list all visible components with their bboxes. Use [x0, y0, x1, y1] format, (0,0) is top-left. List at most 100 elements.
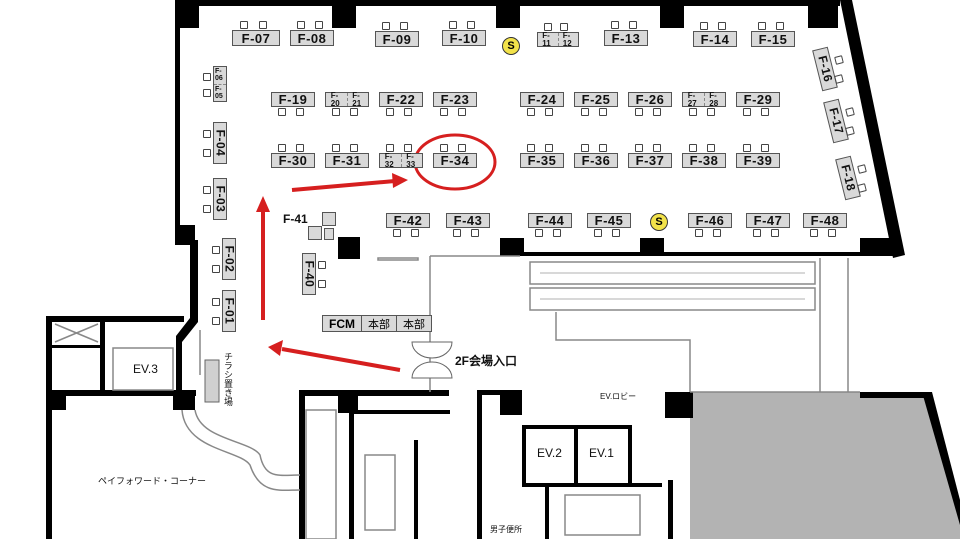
chair-icon — [706, 108, 715, 116]
chair-icon — [203, 149, 211, 158]
booth-f-03[interactable]: F-03 — [213, 178, 227, 220]
booth-f-25[interactable]: F-25 — [574, 92, 618, 107]
booth-f-32-f-33[interactable]: F-32 F-33 — [379, 151, 423, 169]
booth-label: F-10 — [449, 30, 479, 46]
booth-f-34-highlighted[interactable]: F-34 — [433, 153, 477, 168]
booth-f-39[interactable]: F-39 — [736, 153, 780, 168]
flyer-rack — [204, 359, 220, 403]
booth-f-15[interactable]: F-15 — [751, 31, 795, 47]
booth-label: F-05 — [215, 85, 223, 100]
chair-icon — [635, 108, 643, 116]
booth-f-24[interactable]: F-24 — [520, 92, 564, 107]
booth-f-01[interactable]: F-01 — [222, 290, 236, 332]
chair-icon — [743, 144, 751, 152]
chair-icon — [203, 130, 211, 139]
booth-f-43[interactable]: F-43 — [446, 213, 490, 228]
booth-f-23[interactable]: F-23 — [433, 92, 477, 107]
ev2-label: EV.2 — [537, 446, 562, 460]
booth-f-31[interactable]: F-31 — [325, 153, 369, 168]
chair-icon — [544, 144, 553, 152]
staff-marker: S — [650, 213, 668, 231]
booth-f-36[interactable]: F-36 — [574, 153, 618, 168]
booth-f-37[interactable]: F-37 — [628, 153, 672, 168]
chair-icon — [743, 108, 751, 116]
chair-icon — [758, 22, 766, 30]
chair-icon — [453, 229, 461, 237]
booth-label: F-44 — [535, 213, 565, 228]
booth-label: F-11 — [542, 30, 551, 48]
booth-label: F-37 — [635, 153, 665, 168]
chair-icon — [581, 108, 589, 116]
booth-label: F-14 — [700, 31, 730, 47]
booth-label: F-25 — [581, 92, 611, 107]
booth-f-09[interactable]: F-09 — [375, 31, 419, 47]
booth-f-29[interactable]: F-29 — [736, 92, 780, 107]
chair-icon — [712, 229, 721, 237]
booth-f-14[interactable]: F-14 — [693, 31, 737, 47]
booth-f-22[interactable]: F-22 — [379, 92, 423, 107]
booth-f-48[interactable]: F-48 — [803, 213, 847, 228]
booth-f-08[interactable]: F-08 — [290, 30, 334, 46]
booth-f-26[interactable]: F-26 — [628, 92, 672, 107]
chair-icon — [399, 22, 408, 30]
chair-icon — [349, 144, 358, 152]
chair-icon — [203, 186, 211, 195]
chair-icon — [689, 108, 697, 116]
booth-f-02[interactable]: F-02 — [222, 238, 236, 280]
booth-f-44[interactable]: F-44 — [528, 213, 572, 228]
booth-f-20-f-21[interactable]: F-20 F-21 — [325, 90, 369, 108]
chair-icon — [449, 21, 457, 29]
booth-f-40[interactable]: F-40 — [302, 253, 316, 295]
booth-label: F-23 — [440, 92, 470, 107]
booth-f-41-table[interactable] — [324, 228, 334, 240]
chair-icon — [695, 229, 703, 237]
booth-f-10[interactable]: F-10 — [442, 30, 486, 46]
chair-icon — [403, 144, 412, 152]
booth-f-42[interactable]: F-42 — [386, 213, 430, 228]
booth-label: F-36 — [581, 153, 611, 168]
honbu-label: 本部 — [403, 318, 425, 331]
booth-f-41-table[interactable] — [308, 226, 322, 240]
booth-f-30[interactable]: F-30 — [271, 153, 315, 168]
booth-f-13[interactable]: F-13 — [604, 30, 648, 46]
payforward-corner-label: ペイフォワード・コーナー — [98, 476, 207, 486]
chair-icon — [410, 229, 419, 237]
booth-label: F-22 — [386, 92, 416, 107]
booth-f-46[interactable]: F-46 — [688, 213, 732, 228]
booth-f-07[interactable]: F-07 — [232, 30, 280, 46]
mens-restroom-label: 男子便所 — [490, 525, 522, 534]
booth-half: F-33 — [400, 151, 423, 169]
booth-label: F-12 — [562, 30, 572, 48]
booth-label: F-03 — [213, 185, 227, 213]
chair-icon — [689, 144, 697, 152]
booth-label: F-21 — [352, 90, 362, 108]
booth-half: F-20 — [326, 91, 347, 107]
booth-f-41-table[interactable] — [322, 212, 336, 226]
booth-f-11-f-12[interactable]: F-11 F-12 — [537, 30, 579, 48]
chair-icon — [527, 144, 535, 152]
booth-f-35[interactable]: F-35 — [520, 153, 564, 168]
booth-label: F-32 — [384, 151, 394, 169]
booth-f-19[interactable]: F-19 — [271, 92, 315, 107]
chair-icon — [318, 261, 326, 270]
booth-label: F-33 — [406, 151, 416, 169]
chair-icon — [259, 21, 268, 29]
booth-label: F-09 — [382, 31, 412, 47]
chair-icon — [470, 229, 479, 237]
booth-f-45[interactable]: F-45 — [587, 213, 631, 228]
booth-label: F-27 — [687, 90, 697, 108]
chair-icon — [827, 229, 836, 237]
chair-icon — [552, 229, 561, 237]
booth-f-04[interactable]: F-04 — [213, 122, 227, 164]
honbu-label: 本部 — [362, 316, 397, 331]
booth-f-38[interactable]: F-38 — [682, 153, 726, 168]
chair-icon — [212, 298, 220, 307]
chair-icon — [457, 144, 466, 152]
chair-icon — [203, 73, 211, 82]
chair-icon — [203, 205, 211, 214]
booth-f-47[interactable]: F-47 — [746, 213, 790, 228]
chair-icon — [295, 144, 304, 152]
